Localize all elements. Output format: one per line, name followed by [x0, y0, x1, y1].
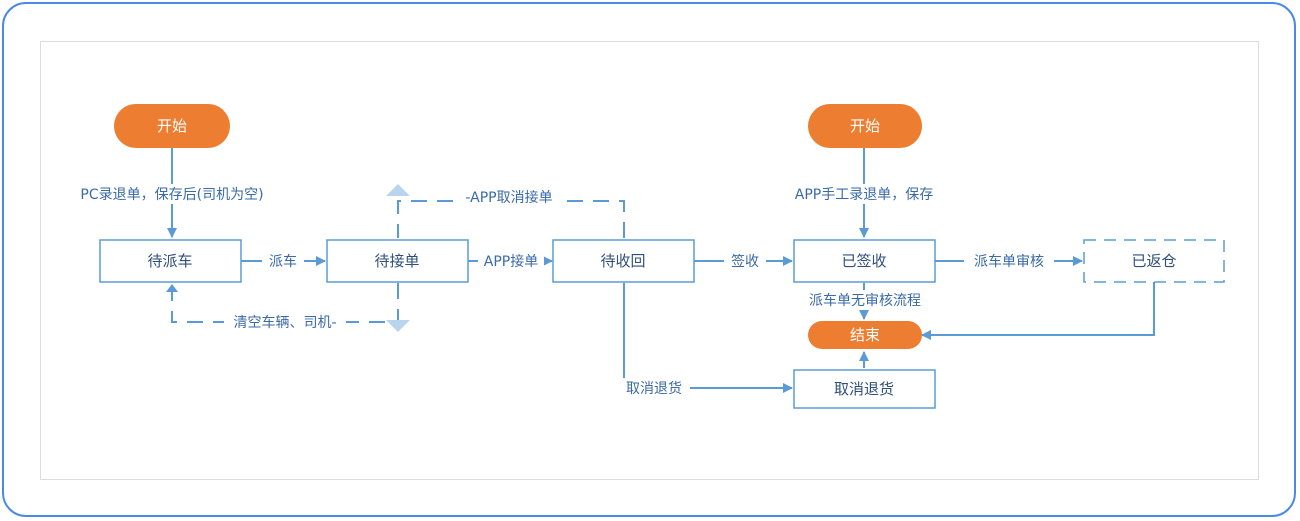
edge-label-dispatch-audit: 派车单审核 [974, 253, 1044, 270]
node-cancel-return [793, 369, 936, 409]
edge-label-cancel-return: 取消退货 [626, 380, 682, 397]
edge-label-app-manual-entry: APP手工录退单，保存 [795, 187, 933, 203]
start-right-label: 开始 [850, 117, 880, 135]
node-pending-dispatch [99, 239, 242, 283]
node-start-right [808, 104, 922, 148]
pending-recover-label: 待收回 [600, 252, 645, 270]
end-label: 结束 [850, 326, 880, 344]
dashed-arrow-down [386, 320, 410, 332]
node-returned [1083, 239, 1225, 283]
signed-label: 已签收 [841, 252, 886, 270]
node-end [808, 321, 922, 349]
start-left-label: 开始 [157, 117, 187, 135]
returned-label: 已返仓 [1131, 252, 1176, 270]
edge-label-no-audit-flow: 派车单无审核流程 [809, 292, 921, 309]
edge-label-pc-entry: PC录退单，保存后(司机为空) [80, 187, 263, 203]
node-start-left [114, 104, 230, 148]
edge-returned-to-end [921, 282, 1155, 340]
edge-label-sign: 签收 [731, 253, 759, 270]
cancel-return-label: 取消退货 [834, 380, 894, 398]
dashed-arrow-up-top [386, 184, 410, 196]
node-signed [793, 239, 936, 283]
edge-label-clear-vehicle: 清空车辆、司机- [233, 314, 336, 331]
edge-label-app-accept: APP接单 [484, 253, 538, 270]
edge-label-dispatch: 派车 [269, 253, 297, 270]
node-pending-accept [326, 239, 469, 283]
node-pending-recover [552, 239, 695, 283]
pending-accept-label: 待接单 [374, 252, 419, 270]
edge-recover-to-cancel [623, 283, 793, 393]
edge-label-app-cancel-accept: -APP取消接单 [465, 189, 552, 206]
dashed-arrow-up-small [166, 284, 178, 292]
pending-dispatch-label: 待派车 [147, 252, 192, 270]
